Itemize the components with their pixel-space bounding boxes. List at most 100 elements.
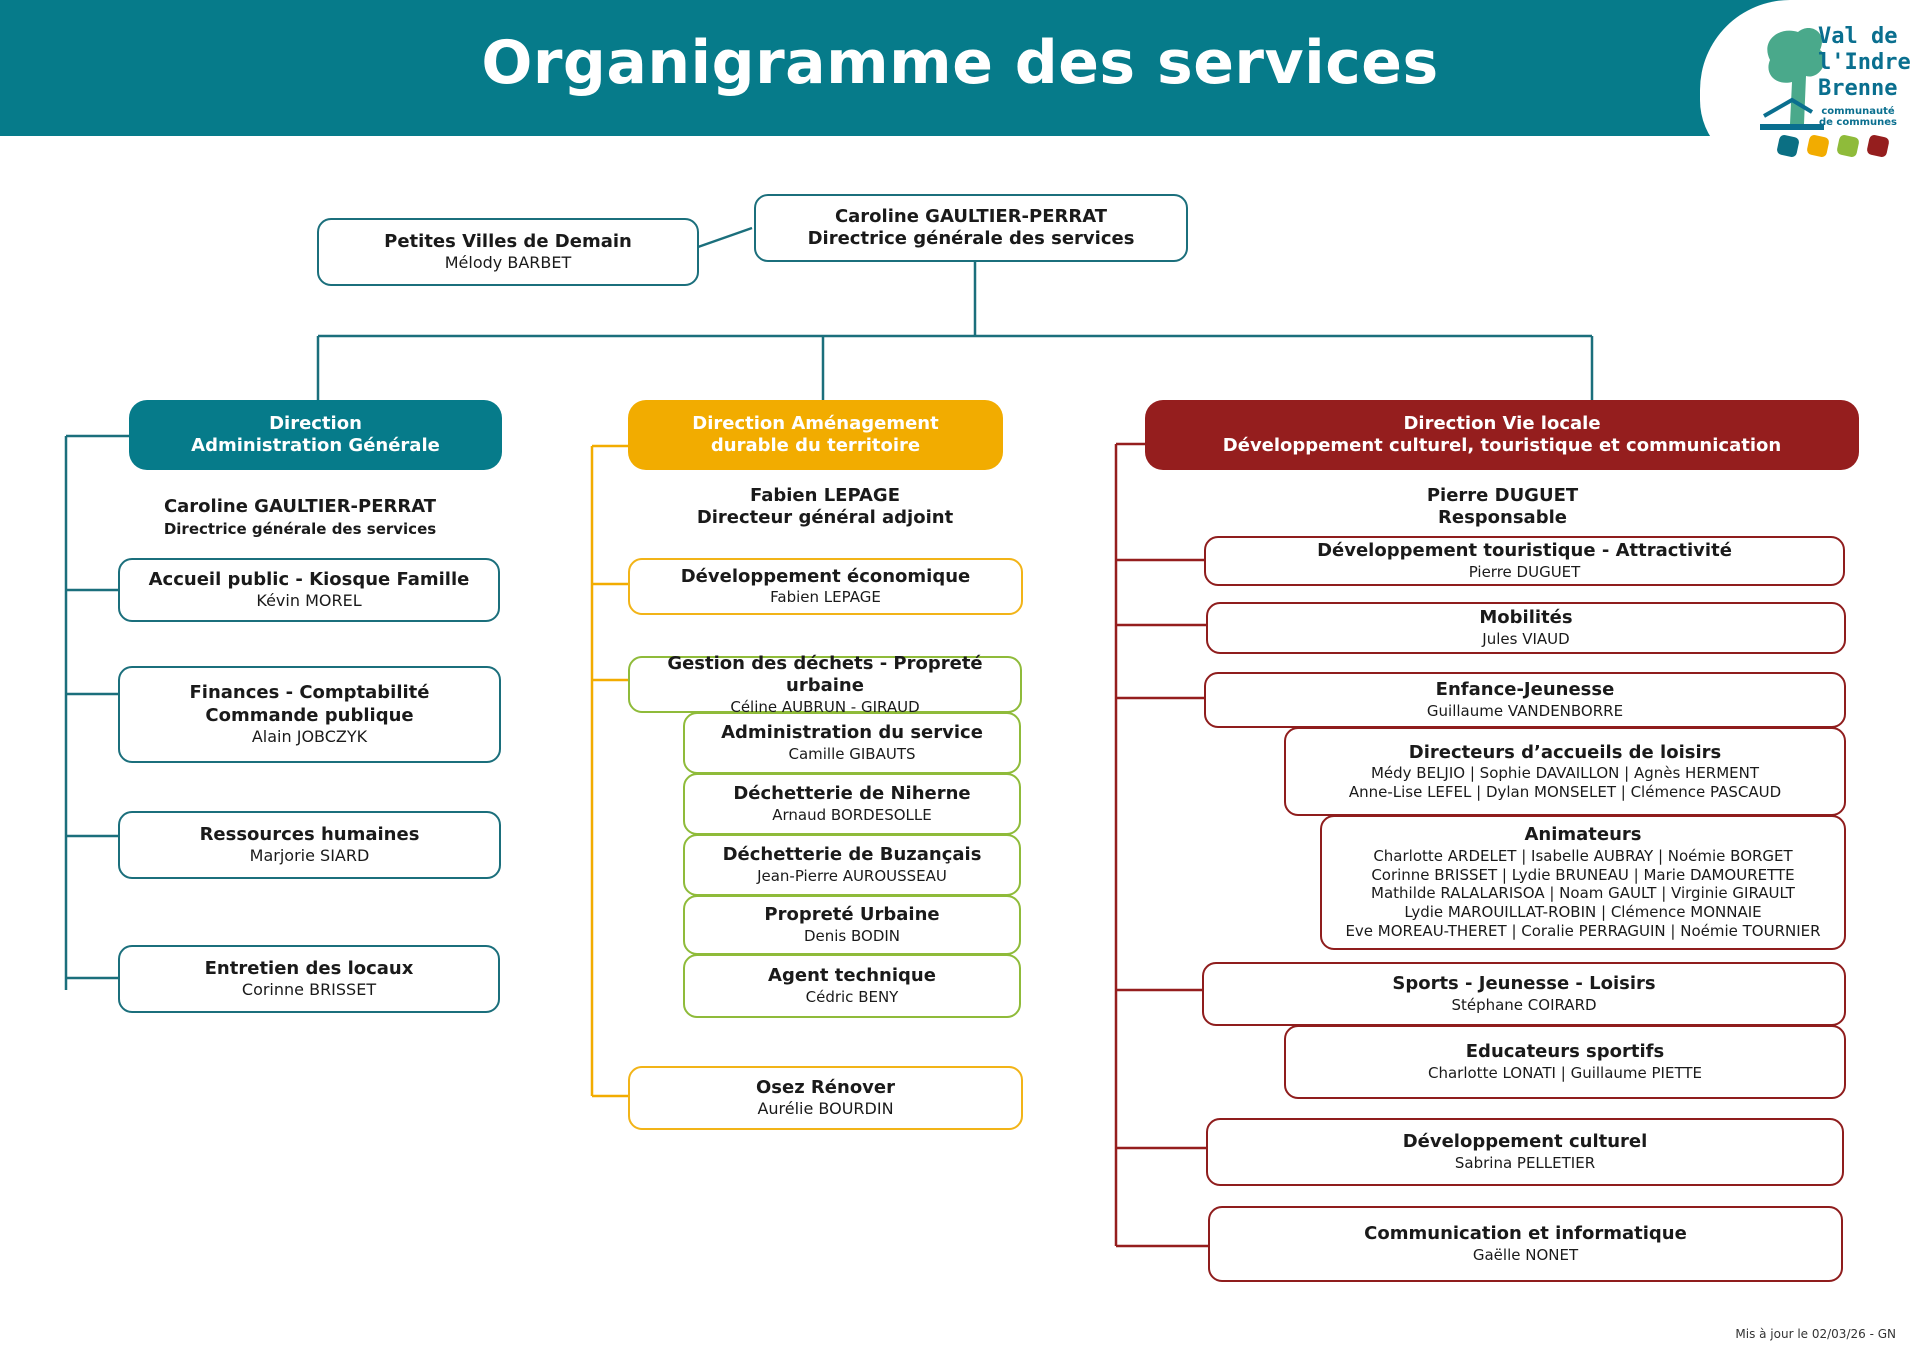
service-title: Agent technique bbox=[768, 965, 936, 987]
service-names-line-2: Corinne BRISSET | Lydie BRUNEAU | Marie … bbox=[1371, 865, 1795, 884]
direction-amenagement-header: Direction Aménagement durable du territo… bbox=[628, 400, 1003, 470]
service-finances: Finances - Comptabilité Commande publiqu… bbox=[118, 666, 501, 763]
service-names: Guillaume VANDENBORRE bbox=[1426, 701, 1624, 720]
service-names: Jean-Pierre AUROUSSEAU bbox=[757, 866, 947, 885]
service-names: Alain JOBCZYK bbox=[251, 727, 368, 746]
dgs-role: Directrice générale des services bbox=[807, 228, 1135, 249]
direction-vie-locale-line-2: Développement culturel, touristique et c… bbox=[1222, 435, 1782, 456]
amenagement-lead-name: Fabien LEPAGE bbox=[749, 485, 901, 506]
service-names-line-4: Lydie MAROUILLAT-ROBIN | Clémence MONNAI… bbox=[1404, 903, 1762, 922]
amenagement-lead-role: Directeur général adjoint bbox=[696, 507, 954, 528]
service-title: Propreté Urbaine bbox=[764, 904, 940, 926]
service-title: Entretien des locaux bbox=[204, 957, 414, 979]
service-title: Développement touristique - Attractivité bbox=[1317, 540, 1732, 562]
service-title: Gestion des déchets - Propreté urbaine bbox=[667, 652, 983, 697]
service-accueil: Accueil public - Kiosque Famille Kévin M… bbox=[118, 558, 500, 622]
amenagement-lead: Fabien LEPAGE Directeur général adjoint bbox=[660, 485, 990, 529]
service-names: Kévin MOREL bbox=[256, 591, 362, 611]
service-title: Finances - Comptabilité bbox=[189, 682, 430, 703]
service-dev-touristique: Développement touristique - Attractivité… bbox=[1204, 536, 1845, 586]
direction-amenagement-line-2: durable du territoire bbox=[710, 435, 921, 456]
service-title: Ressources humaines bbox=[199, 823, 420, 845]
service-osez-renover: Osez Rénover Aurélie BOURDIN bbox=[628, 1066, 1023, 1130]
service-dev-eco: Développement économique Fabien LEPAGE bbox=[628, 558, 1023, 615]
direction-admin-line-2: Administration Générale bbox=[191, 435, 440, 456]
service-names: Cédric BENY bbox=[805, 987, 899, 1006]
logo-sub-1: communauté bbox=[1821, 106, 1895, 117]
service-names-line-1: Charlotte ARDELET | Isabelle AUBRAY | No… bbox=[1373, 846, 1793, 865]
sub-service-niherne: Déchetterie de Niherne Arnaud BORDESOLLE bbox=[683, 773, 1021, 835]
service-names-line-2: Anne-Lise LEFEL | Dylan MONSELET | Cléme… bbox=[1348, 782, 1782, 801]
service-title: Développement économique bbox=[680, 565, 971, 587]
service-names: Corinne BRISSET bbox=[241, 980, 377, 1000]
service-title: Enfance-Jeunesse bbox=[1435, 679, 1615, 701]
pvd-name: Mélody BARBET bbox=[444, 253, 572, 273]
service-names-line-1: Médy BELJIO | Sophie DAVAILLON | Agnès H… bbox=[1370, 764, 1760, 782]
vie-locale-lead: Pierre DUGUET Responsable bbox=[1340, 485, 1665, 529]
service-title: Animateurs bbox=[1524, 824, 1642, 846]
service-names: Sabrina PELLETIER bbox=[1454, 1153, 1596, 1172]
direction-admin-header: Direction Administration Générale bbox=[129, 400, 502, 470]
sub-service-directeurs: Directeurs d’accueils de loisirs Médy BE… bbox=[1284, 727, 1846, 816]
service-names-line-5: Eve MOREAU-THERET | Coralie PERRAGUIN | … bbox=[1345, 921, 1821, 940]
service-names: Denis BODIN bbox=[803, 926, 901, 945]
pvd-box: Petites Villes de Demain Mélody BARBET bbox=[317, 218, 699, 286]
sub-service-agent: Agent technique Cédric BENY bbox=[683, 954, 1021, 1018]
service-title: Directeurs d’accueils de loisirs bbox=[1408, 741, 1722, 763]
sub-service-educateurs: Educateurs sportifs Charlotte LONATI | G… bbox=[1284, 1025, 1846, 1099]
logo-subtitle: communauté de communes bbox=[1818, 106, 1898, 128]
service-title: Déchetterie de Buzançais bbox=[722, 844, 982, 866]
service-names: Aurélie BOURDIN bbox=[757, 1099, 894, 1119]
service-title: Mobilités bbox=[1479, 607, 1573, 629]
service-names: Céline AUBRUN - GIRAUD bbox=[730, 697, 920, 716]
service-title: Educateurs sportifs bbox=[1465, 1041, 1665, 1063]
service-communication: Communication et informatique Gaëlle NON… bbox=[1208, 1206, 1843, 1282]
service-enfance-jeunesse: Enfance-Jeunesse Guillaume VANDENBORRE bbox=[1204, 672, 1846, 728]
page-title: Organigramme des services bbox=[481, 28, 1439, 98]
admin-lead-role: Directrice générale des services bbox=[163, 520, 437, 538]
service-title: Communication et informatique bbox=[1364, 1223, 1687, 1245]
service-names: Gaëlle NONET bbox=[1472, 1245, 1579, 1264]
vie-locale-lead-role: Responsable bbox=[1438, 507, 1567, 528]
service-entretien: Entretien des locaux Corinne BRISSET bbox=[118, 945, 500, 1013]
sub-service-animateurs: Animateurs Charlotte ARDELET | Isabelle … bbox=[1320, 815, 1846, 950]
dgs-box: Caroline GAULTIER-PERRAT Directrice géné… bbox=[754, 194, 1188, 262]
logo-line-2: l'Indre bbox=[1818, 50, 1911, 75]
logo-sub-2: de communes bbox=[1818, 117, 1898, 128]
direction-vie-locale-line-1: Direction Vie locale bbox=[1403, 413, 1601, 434]
service-names: Charlotte LONATI | Guillaume PIETTE bbox=[1428, 1063, 1702, 1082]
service-names: Arnaud BORDESOLLE bbox=[772, 805, 932, 824]
direction-amenagement-line-1: Direction Aménagement bbox=[692, 413, 939, 434]
service-title: Osez Rénover bbox=[755, 1076, 896, 1098]
service-dechets: Gestion des déchets - Propreté urbaine C… bbox=[628, 652, 1022, 716]
service-names: Jules VIAUD bbox=[1482, 629, 1570, 648]
service-names: Pierre DUGUET bbox=[1468, 562, 1581, 581]
service-title: Administration du service bbox=[721, 722, 983, 744]
service-names-line-3: Mathilde RALALARISOA | Noam GAULT | Virg… bbox=[1371, 884, 1795, 903]
service-names: Marjorie SIARD bbox=[249, 846, 370, 866]
admin-lead: Caroline GAULTIER-PERRAT Directrice géné… bbox=[140, 496, 460, 540]
dgs-name: Caroline GAULTIER-PERRAT bbox=[834, 205, 1108, 227]
sub-service-proprete: Propreté Urbaine Denis BODIN bbox=[683, 895, 1021, 955]
tree-icon bbox=[1760, 28, 1825, 130]
logo-line-3: Brenne bbox=[1818, 76, 1898, 101]
pvd-title: Petites Villes de Demain bbox=[384, 230, 632, 252]
service-names: Stéphane COIRARD bbox=[1451, 995, 1597, 1014]
service-names: Camille GIBAUTS bbox=[788, 744, 916, 763]
service-sports: Sports - Jeunesse - Loisirs Stéphane COI… bbox=[1202, 962, 1846, 1026]
service-rh: Ressources humaines Marjorie SIARD bbox=[118, 811, 501, 879]
update-footer: Mis à jour le 02/03/26 - GN bbox=[1735, 1327, 1896, 1341]
service-title: Développement culturel bbox=[1402, 1131, 1648, 1153]
admin-lead-name: Caroline GAULTIER-PERRAT bbox=[163, 496, 437, 517]
logo-wordmark: Val de l'Indre Brenne bbox=[1818, 24, 1911, 102]
header-banner: Organigramme des services bbox=[0, 0, 1920, 136]
service-title: Accueil public - Kiosque Famille bbox=[148, 568, 470, 590]
service-title: Déchetterie de Niherne bbox=[733, 783, 971, 805]
vie-locale-lead-name: Pierre DUGUET bbox=[1426, 485, 1579, 506]
logo-line-1: Val de bbox=[1818, 24, 1898, 49]
direction-admin-line-1: Direction bbox=[269, 413, 362, 434]
direction-vie-locale-header: Direction Vie locale Développement cultu… bbox=[1145, 400, 1859, 470]
sub-service-buzancais: Déchetterie de Buzançais Jean-Pierre AUR… bbox=[683, 834, 1021, 896]
service-names: Fabien LEPAGE bbox=[770, 588, 881, 607]
